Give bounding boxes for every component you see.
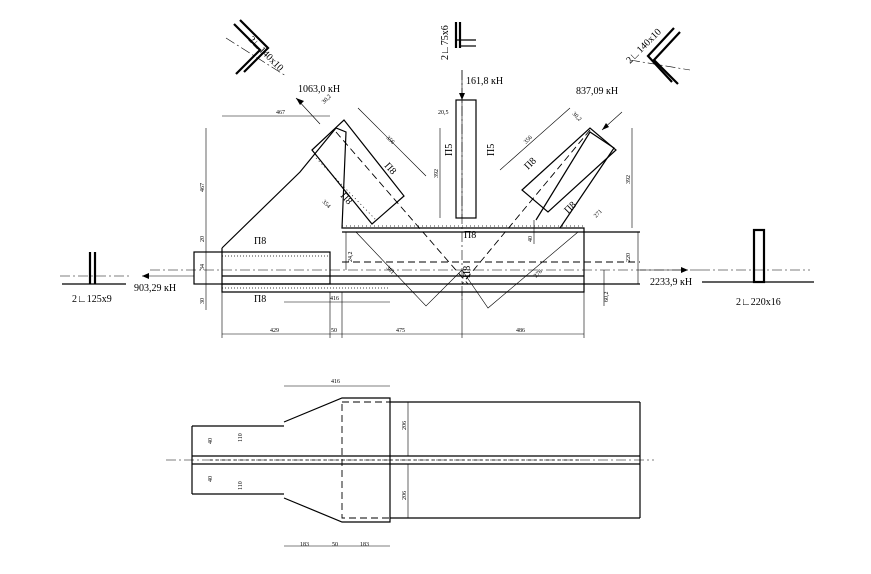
dim-50a: 50 [331, 328, 337, 334]
elevation-view [142, 70, 700, 338]
section-brace-right [629, 27, 691, 85]
dim-271: 271 [593, 209, 604, 220]
dim-40: 40 [528, 236, 534, 242]
section-chord-right [700, 228, 814, 284]
dim-206b: 206 [402, 491, 408, 500]
dim-486: 486 [516, 328, 525, 334]
gusset-plate-right [535, 131, 615, 229]
dim-60-2: 60,2 [604, 292, 610, 303]
dim-392a: 392 [434, 169, 440, 178]
dim-30-2a: 30,2 [321, 94, 333, 106]
label-force-brace-left: 1063,0 кН [298, 84, 340, 95]
arrowhead-chord-right [681, 267, 688, 273]
section-brace-left [225, 19, 287, 77]
dim-356-right [499, 107, 571, 171]
dim-356a: 356 [385, 135, 396, 146]
dim-left-diag [355, 231, 463, 307]
label-chord-right-section: 2∟220x16 [736, 297, 781, 308]
dim-416b: 416 [331, 379, 340, 385]
dim-220: 220 [626, 253, 632, 262]
label-force-chord-left: 903,29 кН [134, 283, 176, 294]
dim-20: 20 [200, 236, 206, 242]
label-force-chord-right: 2233,9 кН [650, 277, 692, 288]
dim-20-5: 20,5 [438, 110, 449, 116]
dim-206a: 206 [402, 421, 408, 430]
label-chord-left-section: 2∟125x9 [72, 294, 112, 305]
weld-label-p8-4: П8 [462, 266, 473, 278]
dim-278: 278 [533, 269, 544, 280]
dim-392b: 392 [626, 175, 632, 184]
weld-label-p8-6: П8 [338, 191, 354, 207]
label-brace-left-section: 2∟140x10 [246, 34, 285, 73]
section-chord-left [60, 252, 130, 285]
dim-30: 30 [200, 298, 206, 304]
weld-label-p5-b: П5 [486, 144, 497, 156]
arrowhead-vertical [459, 93, 465, 100]
weld-label-p8-2: П8 [254, 294, 266, 305]
vertical-member [455, 99, 477, 219]
chord-left-angle [193, 251, 331, 285]
dim-475: 475 [396, 328, 405, 334]
dim-467-b: 467 [200, 183, 206, 192]
weld-label-p8-5: П8 [382, 161, 398, 177]
plan-view [166, 385, 654, 547]
dim-40b: 40 [208, 438, 214, 444]
dim-30-2b: 30,2 [571, 111, 583, 123]
brace-left-axis [335, 131, 469, 285]
dim-right-diag [461, 231, 579, 309]
weld-label-p5-a: П5 [444, 144, 455, 156]
dim-40c: 40 [208, 476, 214, 482]
label-vertical-section: 2∟75x6 [440, 25, 451, 60]
dim-110a: 110 [238, 433, 244, 442]
dim-110b: 110 [238, 481, 244, 490]
weld-label-p8-1: П8 [254, 236, 266, 247]
dim-50b: 50 [332, 542, 338, 548]
dim-429: 429 [270, 328, 279, 334]
brace-left [311, 119, 405, 225]
label-force-vertical: 161,8 кН [466, 76, 503, 87]
dim-183a: 183 [300, 542, 309, 548]
brace-right [521, 127, 617, 213]
labels: 2∟140x10 2∟75x6 2∟140x10 2∟125x9 2∟220x1… [72, 25, 781, 548]
dim-24-2: 24,2 [348, 252, 354, 263]
arrowhead-brace-left [296, 98, 304, 105]
dim-356-left [357, 107, 427, 177]
dim-467-a: 467 [276, 110, 285, 116]
dim-183b: 183 [360, 542, 369, 548]
dim-354: 354 [321, 199, 332, 210]
dim-416a: 416 [330, 296, 339, 302]
arrowhead-brace-right [602, 123, 609, 130]
dim-301: 301 [385, 265, 396, 276]
dim-356b: 356 [523, 135, 534, 146]
weld-label-p8-7: П8 [522, 156, 538, 172]
dim-34: 34 [200, 264, 206, 270]
arrowhead-chord-left [142, 273, 149, 279]
brace-right-axis [461, 129, 591, 285]
section-vertical [454, 22, 476, 48]
weld-label-p8-8: П8 [562, 200, 578, 216]
label-force-brace-right: 837,09 кН [576, 86, 618, 97]
gusset-plate-outline [221, 127, 585, 293]
weld-label-p8-3: П8 [464, 230, 476, 241]
